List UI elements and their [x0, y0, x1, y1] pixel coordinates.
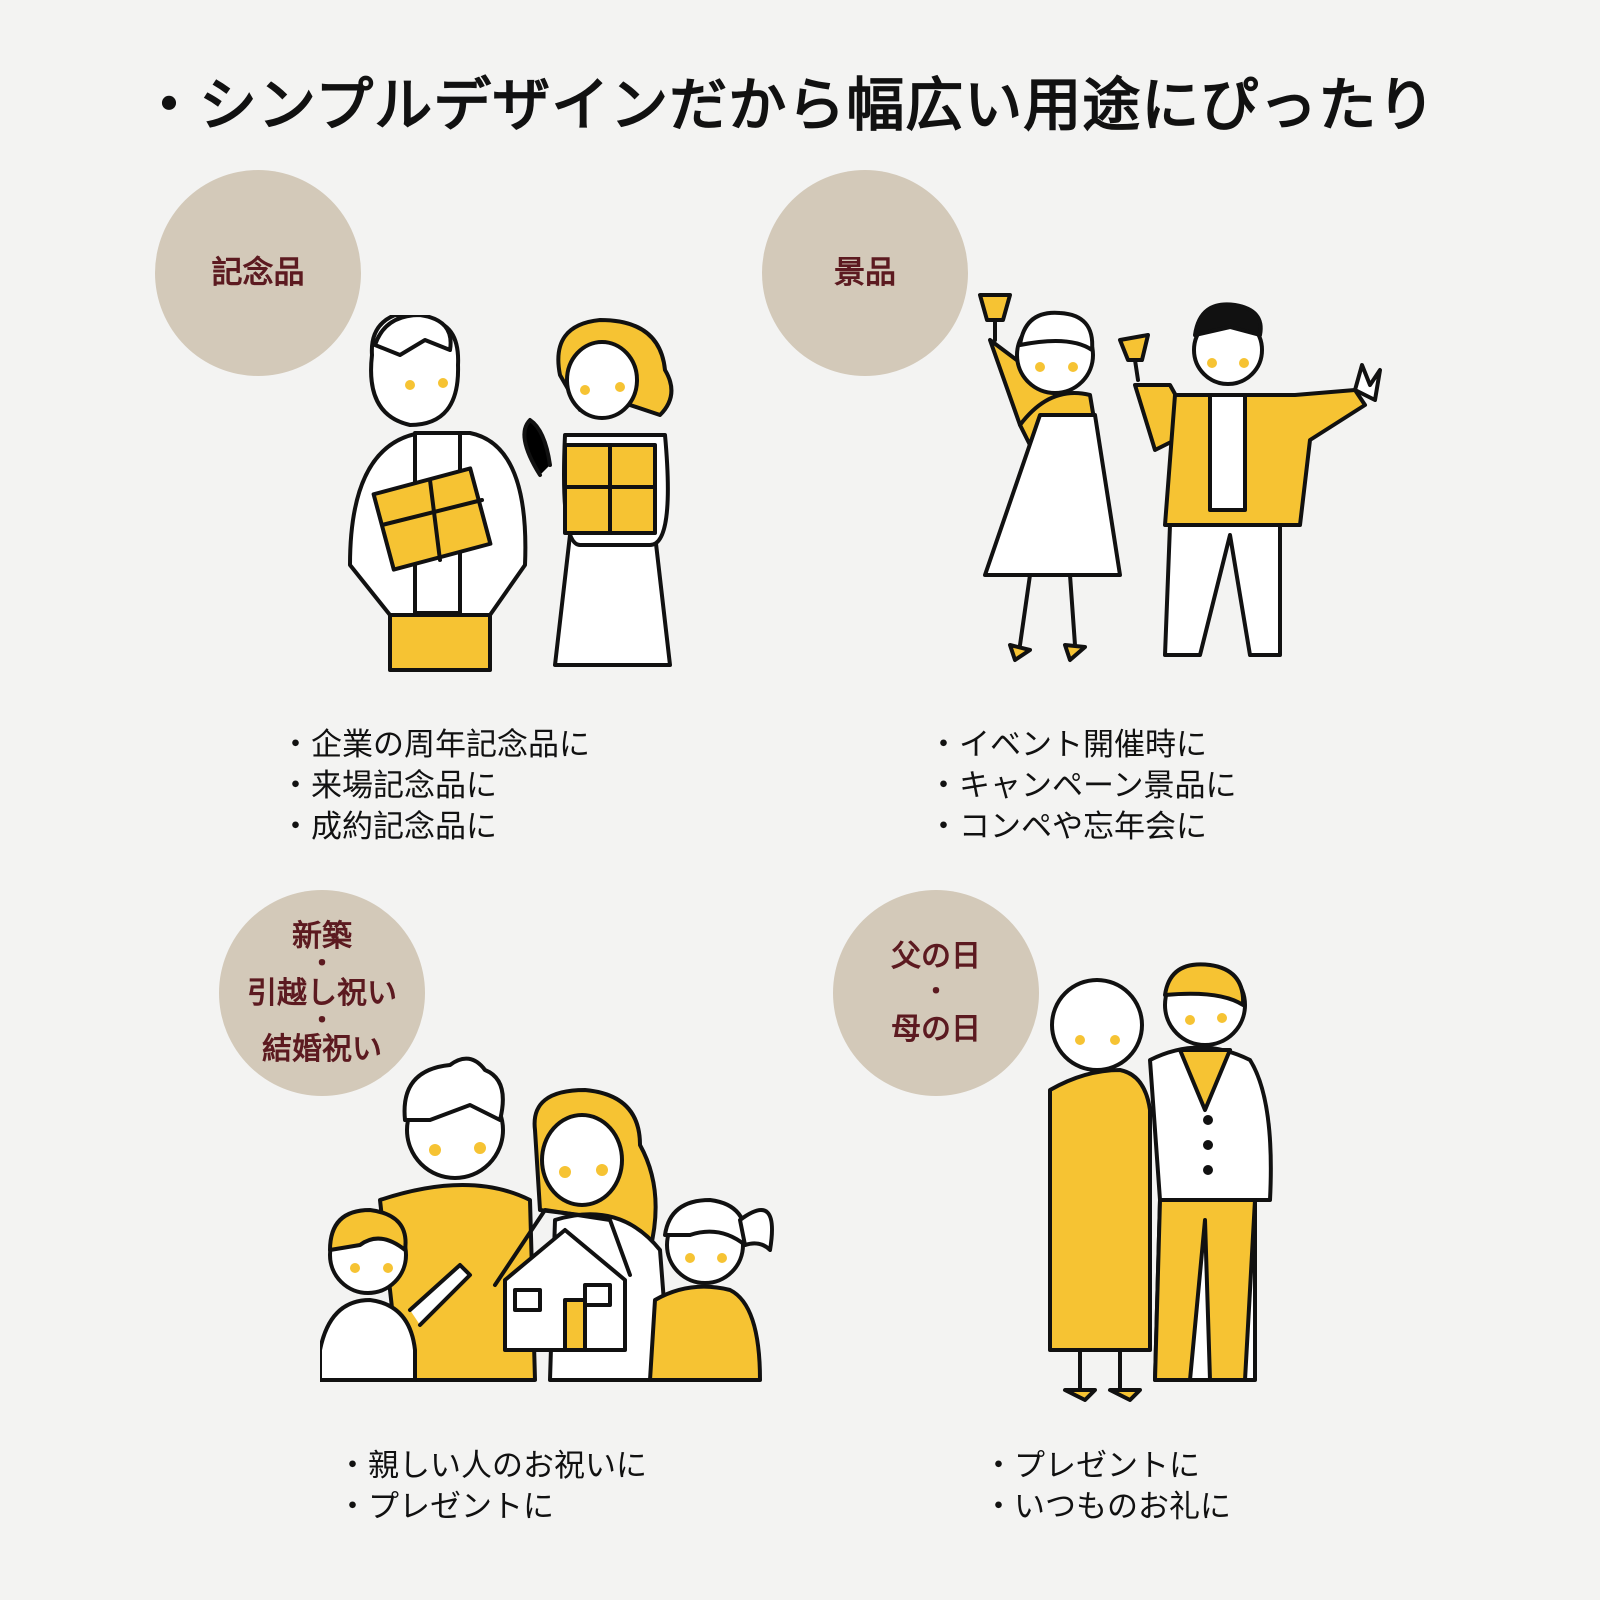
list-item: いつものお礼に: [983, 1487, 1231, 1528]
badge-shinchiku: 新築 ・ 引越し祝い ・ 結婚祝い: [219, 890, 425, 1096]
badge-separator: ・: [308, 949, 335, 980]
badge-chichi-haha: 父の日 ・ 母の日: [833, 890, 1039, 1096]
badge-line: 父の日: [891, 939, 981, 975]
list-item: コンペや忘年会に: [928, 807, 1236, 848]
badge-line: 新築: [292, 919, 352, 955]
list-item: イベント開催時に: [928, 725, 1236, 766]
page-heading: ・シンプルデザインだから幅広い用途にぴったり: [140, 71, 1437, 139]
list-shinchiku: 親しい人のお祝いに プレゼントに: [337, 1446, 647, 1528]
list-item: 企業の周年記念品に: [280, 725, 590, 766]
badge-keihin: 景品: [762, 170, 968, 376]
elderly-couple-illustration: [1048, 962, 1273, 1402]
list-item: 成約記念品に: [280, 807, 590, 848]
list-item: プレゼントに: [983, 1446, 1231, 1487]
list-item: 来場記念品に: [280, 766, 590, 807]
couple-toasting-illustration: [978, 293, 1382, 662]
list-keihin: イベント開催時に キャンペーン景品に コンペや忘年会に: [928, 725, 1236, 848]
badge-label: 景品: [834, 254, 896, 291]
list-item: キャンペーン景品に: [928, 766, 1236, 807]
badge-label: 記念品: [211, 254, 305, 291]
badge-line: 引越し祝い: [247, 975, 397, 1011]
list-chichi-haha: プレゼントに いつものお礼に: [983, 1446, 1231, 1528]
badge-line: 母の日: [891, 1011, 981, 1047]
list-item: プレゼントに: [337, 1487, 647, 1528]
badge-separator: ・: [922, 977, 949, 1008]
couple-exchanging-gifts-illustration: [348, 315, 674, 672]
family-with-house-illustration: [320, 1056, 774, 1382]
list-kinenhin: 企業の周年記念品に 来場記念品に 成約記念品に: [280, 725, 590, 848]
badge-line: 結婚祝い: [262, 1031, 382, 1067]
badge-kinenhin: 記念品: [155, 170, 361, 376]
list-item: 親しい人のお祝いに: [337, 1446, 647, 1487]
badge-separator: ・: [308, 1005, 335, 1036]
